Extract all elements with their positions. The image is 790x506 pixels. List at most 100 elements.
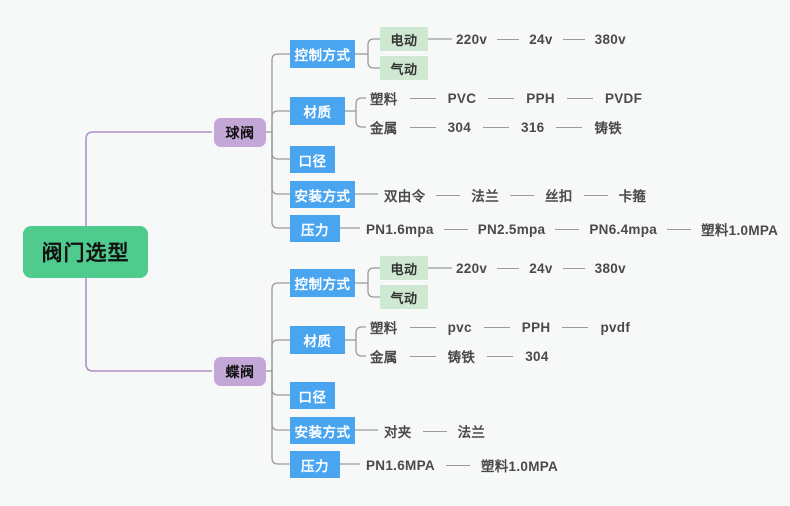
- leaf-label: PPH: [526, 90, 555, 106]
- leaf-label: PN2.5mpa: [477, 221, 546, 237]
- leaf-label: 24v: [529, 260, 553, 276]
- leaf-dash: [483, 326, 510, 328]
- group-label: 金属: [370, 350, 398, 365]
- leaf-row: 220v 24v 380v: [456, 30, 626, 48]
- leaf-label: 法兰: [457, 425, 486, 440]
- leaf-row-metal: 金属 304 316 铸铁: [370, 118, 622, 137]
- leaf-dash: [445, 464, 470, 466]
- leaf-row-pressure: PN1.6mpa PN2.5mpa PN6.4mpa 塑料1.0MPA: [366, 220, 778, 239]
- leaf-label: 法兰: [471, 189, 500, 204]
- leaf-row: 220v 24v 380v: [456, 259, 626, 277]
- leaf-row-plastic: 塑料 PVC PPH PVDF: [370, 89, 643, 108]
- link-branch2-cat2: [271, 339, 290, 371]
- subnode-label: 气动: [390, 61, 418, 77]
- link-branch2-cat3: [271, 371, 290, 396]
- branch-node-ball-valve[interactable]: 球阀: [214, 118, 266, 147]
- leaf-label: 380v: [594, 31, 626, 47]
- link-branch1-cat4: [271, 132, 290, 195]
- link-branch1-cat5: [271, 132, 290, 229]
- leaf-label: PPH: [521, 319, 551, 335]
- subnode-label: 气动: [390, 290, 418, 306]
- subnode-label: 电动: [390, 261, 418, 277]
- leaf-label: 双由令: [384, 189, 426, 204]
- link-b2c1-sub1: [367, 267, 380, 283]
- leaf-label: 304: [447, 119, 472, 135]
- category-node-label: 材质: [303, 334, 332, 349]
- leaf-dash: [409, 97, 436, 99]
- link-branch1-cat2: [271, 110, 290, 132]
- leaf-row-pressure: PN1.6MPA 塑料1.0MPA: [366, 456, 559, 475]
- leaf-row-plastic: 塑料 pvc PPH pvdf: [370, 318, 631, 337]
- leaf-dash: [510, 194, 535, 196]
- subnode-label: 电动: [390, 32, 418, 48]
- link-b1c1-sub2: [367, 54, 380, 69]
- group-label: 塑料: [370, 321, 398, 336]
- category-node-pressure[interactable]: 压力: [290, 215, 340, 242]
- category-node-label: 口径: [298, 389, 327, 405]
- leaf-dash: [443, 228, 468, 230]
- leaf-label: 304: [525, 348, 549, 364]
- category-node-installation[interactable]: 安装方式: [290, 181, 355, 208]
- category-node-control-method[interactable]: 控制方式: [290, 269, 355, 297]
- group-label: 金属: [370, 121, 398, 136]
- category-node-diameter[interactable]: 口径: [290, 146, 335, 173]
- subnode-electric[interactable]: 电动: [380, 256, 428, 280]
- leaf-dash: [409, 355, 436, 357]
- category-node-material[interactable]: 材质: [290, 97, 345, 125]
- leaf-dash: [583, 194, 608, 196]
- link-branch1-cat1: [271, 53, 290, 132]
- category-node-label: 材质: [303, 105, 332, 120]
- leaf-label: 卡箍: [618, 189, 647, 204]
- leaf-dash: [556, 126, 583, 128]
- leaf-label: 塑料1.0MPA: [480, 459, 559, 474]
- link-branch2-cat4: [271, 371, 290, 431]
- category-node-installation[interactable]: 安装方式: [290, 417, 355, 444]
- leaf-label: 24v: [529, 31, 553, 47]
- subnode-pneumatic[interactable]: 气动: [380, 285, 428, 309]
- leaf-label: PN1.6mpa: [366, 221, 434, 237]
- leaf-row-installation: 对夹 法兰: [384, 422, 485, 440]
- leaf-label: pvdf: [600, 319, 631, 335]
- category-node-control-method[interactable]: 控制方式: [290, 40, 355, 68]
- leaf-dash: [497, 267, 520, 269]
- leaf-label: pvc: [447, 319, 472, 335]
- leaf-label: PN1.6MPA: [366, 457, 435, 473]
- leaf-dash: [562, 267, 585, 269]
- link-b1c2-grp2: [355, 111, 366, 128]
- root-node-label: 阀门选型: [41, 242, 130, 265]
- category-node-label: 控制方式: [294, 48, 351, 63]
- leaf-label: 380v: [594, 260, 626, 276]
- link-b2c2-grp1: [355, 326, 366, 340]
- leaf-dash: [562, 326, 589, 328]
- category-node-label: 安装方式: [294, 424, 351, 440]
- leaf-dash: [422, 430, 447, 432]
- leaf-dash: [436, 194, 461, 196]
- leaf-dash: [409, 126, 436, 128]
- category-node-material[interactable]: 材质: [290, 326, 345, 354]
- leaf-label: 铸铁: [447, 350, 476, 365]
- link-b2c1-sub2: [367, 283, 380, 298]
- root-node[interactable]: 阀门选型: [23, 226, 148, 278]
- leaf-row-installation: 双由令 法兰 丝扣 卡箍: [384, 186, 646, 204]
- leaf-label: PVDF: [604, 90, 643, 106]
- branch-node-butterfly-valve[interactable]: 蝶阀: [214, 357, 266, 386]
- link-branch1-cat3: [271, 132, 290, 160]
- category-node-label: 安装方式: [294, 188, 351, 204]
- category-node-diameter[interactable]: 口径: [290, 382, 335, 409]
- leaf-label: 316: [521, 119, 545, 135]
- category-node-pressure[interactable]: 压力: [290, 451, 340, 478]
- leaf-label: 220v: [456, 260, 488, 276]
- category-node-label: 压力: [301, 222, 329, 238]
- link-b1c2-grp1: [355, 97, 366, 111]
- leaf-dash: [566, 97, 593, 99]
- category-node-label: 压力: [301, 458, 329, 474]
- leaf-row-metal: 金属 铸铁 304: [370, 347, 549, 366]
- category-node-label: 口径: [298, 153, 327, 169]
- leaf-dash: [409, 326, 436, 328]
- leaf-label: PN6.4mpa: [589, 221, 658, 237]
- subnode-pneumatic[interactable]: 气动: [380, 56, 428, 80]
- branch-node-label: 蝶阀: [225, 363, 255, 380]
- leaf-dash: [667, 228, 692, 230]
- subnode-electric[interactable]: 电动: [380, 27, 428, 51]
- leaf-dash: [497, 38, 520, 40]
